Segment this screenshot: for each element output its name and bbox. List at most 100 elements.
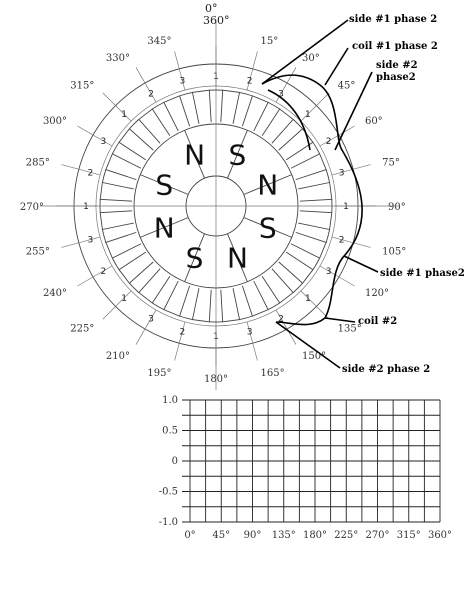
stator-tooth: [163, 280, 191, 317]
angle-label: 120°: [365, 288, 389, 299]
angle-label: 255°: [26, 247, 50, 258]
slot-number: 1: [305, 294, 311, 304]
degree-ray: [174, 51, 186, 91]
pointer-side2-phase2-top: [334, 71, 373, 151]
slot-number: 2: [179, 328, 185, 338]
angle-label: 300°: [43, 116, 67, 127]
angle-label: 240°: [43, 288, 67, 299]
pole-letter: S: [186, 242, 204, 275]
pointer-side2-phase2-bottom: [275, 321, 341, 369]
stator-tooth: [118, 128, 154, 161]
degree-ray: [135, 67, 157, 103]
stator-tooth: [191, 89, 212, 124]
coil-wire-inner: [267, 89, 311, 151]
stator-tooth: [105, 153, 142, 181]
slot-arc: [239, 91, 253, 97]
slot-number: 2: [148, 89, 154, 99]
angle-label: 315°: [70, 80, 94, 91]
pole-divider: [243, 217, 292, 238]
x-tick-labels: 0°45°90°135°180°225°270°315°360°: [184, 530, 452, 541]
angle-label: 270°: [20, 202, 44, 213]
degree-ray: [246, 321, 258, 361]
stator-tooth: [138, 108, 171, 144]
pole-divider: [184, 130, 205, 179]
angle-label: 345°: [147, 36, 171, 47]
pole-divider: [140, 217, 189, 238]
angle-label: 165°: [261, 368, 285, 379]
y-tick-label: 0: [172, 456, 178, 467]
x-tick-label: 225°: [334, 530, 358, 541]
y-tick-label: 1.0: [162, 395, 178, 406]
annotation-coil1-phase2: coil #1 phase 2: [352, 41, 438, 52]
angle-label: 90°: [388, 202, 406, 213]
pole-letter: S: [155, 169, 173, 202]
stator-tooth: [278, 251, 314, 284]
angle-label: 135°: [338, 324, 362, 335]
degree-ray: [77, 125, 113, 147]
degree-ray: [135, 309, 157, 345]
degree-ray: [300, 290, 330, 320]
stator-tooth: [191, 288, 212, 323]
pole-letter: S: [229, 138, 247, 171]
stator-tooth: [220, 288, 241, 323]
stator-tooth: [118, 251, 154, 284]
x-tick-label: 270°: [365, 530, 389, 541]
stator-tooth: [298, 181, 333, 202]
degree-ray: [102, 290, 132, 320]
annotation-side2-top-2: phase2: [376, 72, 416, 83]
slot-number: 2: [278, 315, 284, 325]
pointer-coil2: [324, 317, 356, 323]
slot-number: 3: [101, 137, 107, 147]
stator-tooth: [105, 231, 142, 259]
stator-tooth: [241, 95, 269, 132]
slot-arc: [179, 91, 193, 97]
angle-label: 75°: [382, 157, 400, 168]
pole-divider: [184, 233, 205, 282]
slot-arc: [179, 315, 193, 321]
degree-ray: [77, 265, 113, 287]
slot-number: 3: [326, 267, 332, 277]
coil-wire-path: [261, 74, 363, 326]
stator-tooth: [241, 280, 269, 317]
slot-arc: [325, 229, 331, 243]
annotation-coil2: coil #2: [358, 316, 397, 327]
x-tick-label: 315°: [397, 530, 421, 541]
slot-arc: [101, 169, 107, 183]
stator-tooth: [163, 95, 191, 132]
y-tick-label: -1.0: [159, 517, 178, 528]
stator-tooth: [298, 210, 333, 231]
pointer-side1-phase2: [261, 19, 349, 85]
pole-divider: [140, 174, 189, 195]
slot-arc: [101, 229, 107, 243]
angle-label: 225°: [70, 324, 94, 335]
stator-tooth: [220, 89, 241, 124]
slot-number: 2: [326, 137, 332, 147]
slot-number: 1: [305, 110, 311, 120]
stator-tooth: [138, 268, 171, 304]
angle-label: 195°: [147, 368, 171, 379]
slot-number: 2: [247, 76, 253, 86]
degree-ray: [246, 51, 258, 91]
slot-number: 3: [247, 328, 253, 338]
pole-letter: N: [184, 138, 205, 171]
label-0-degrees: 0°: [205, 2, 218, 15]
angle-label: 285°: [26, 157, 50, 168]
degree-ray: [331, 164, 371, 176]
degree-ray: [319, 265, 355, 287]
annotation-side1-phase2: side #1 phase 2: [349, 14, 437, 25]
pole-letter: S: [259, 211, 277, 244]
pointer-side1-phase2-right: [343, 255, 379, 273]
slot-number: 3: [179, 76, 185, 86]
angle-labels: 15°30°45°60°75°90°105°120°135°150°165°18…: [20, 36, 406, 385]
degree-ray: [102, 92, 132, 122]
angle-label: 60°: [365, 116, 383, 127]
pole-letter: N: [227, 242, 248, 275]
pole-letter: N: [257, 169, 278, 202]
x-tick-label: 360°: [428, 530, 452, 541]
slot-number: 1: [121, 294, 127, 304]
pole-divider: [243, 174, 292, 195]
slot-number: 1: [343, 202, 349, 212]
stator-tooth: [290, 153, 327, 181]
slot-number: 3: [278, 89, 284, 99]
